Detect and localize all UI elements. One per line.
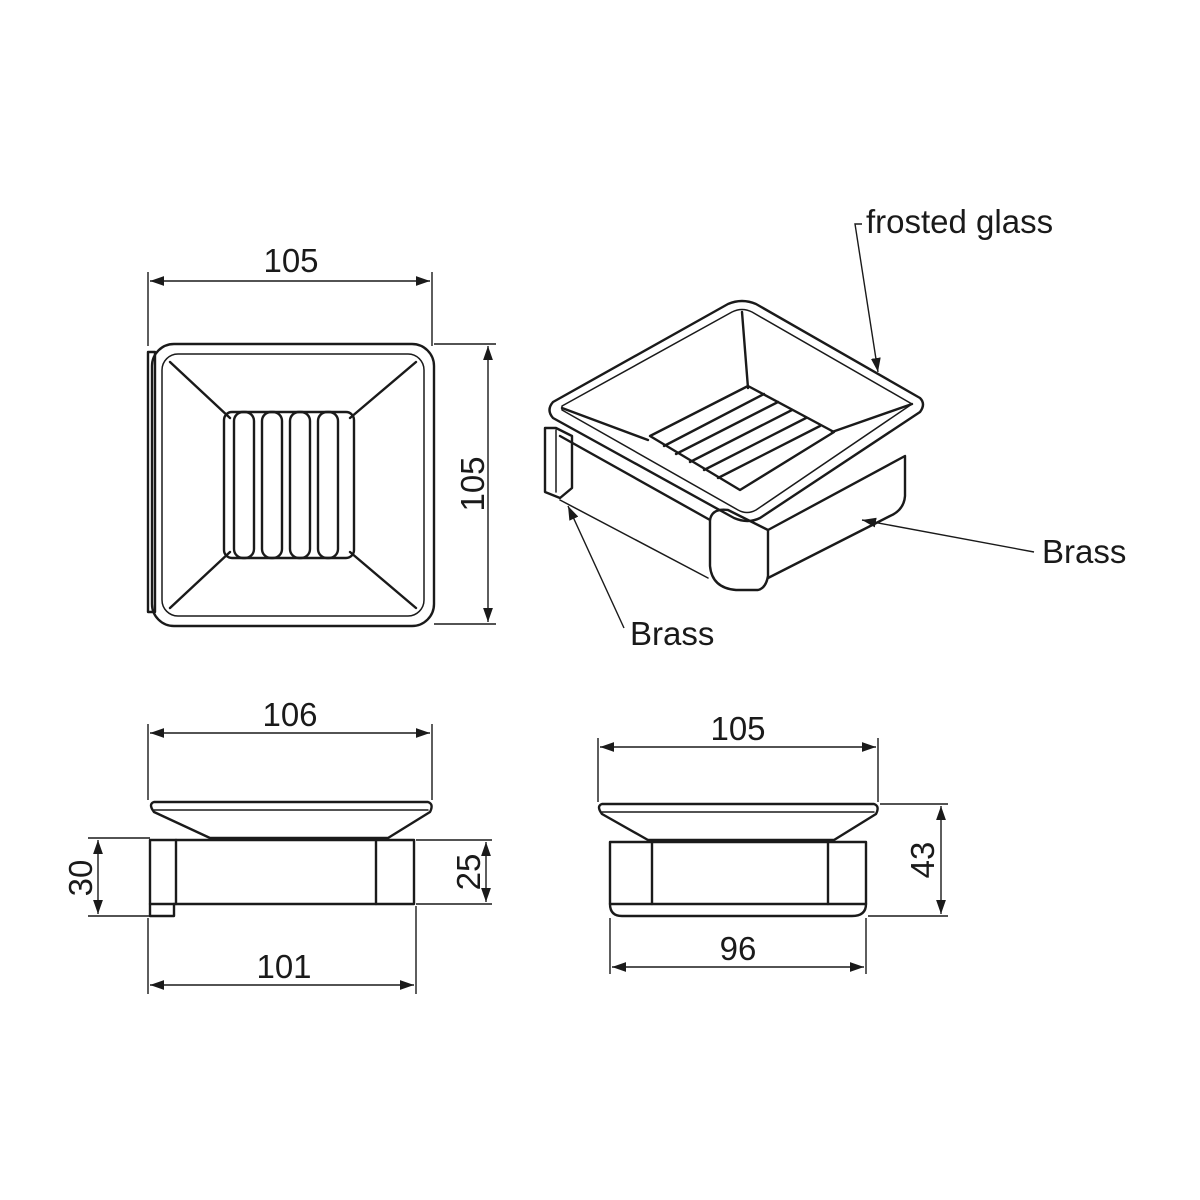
side-height-label: 43	[904, 842, 941, 879]
glass-material-label: frosted glass	[866, 203, 1053, 240]
iso-floor-ribs	[648, 384, 836, 492]
top-view-bevel-lines	[168, 360, 418, 610]
brass-left-label: Brass	[630, 615, 714, 652]
brass-right-label: Brass	[1042, 533, 1126, 570]
top-view-floor	[222, 410, 356, 560]
front-glass-dish	[149, 800, 433, 840]
top-view-height-label: 105	[454, 456, 491, 511]
top-view-ribs	[232, 410, 340, 560]
iso-holder-base	[558, 434, 907, 592]
front-holder-body	[148, 838, 416, 906]
iso-glass-bevel	[560, 310, 914, 442]
front-view: 106 101 30 25	[62, 696, 492, 994]
top-view-outer-edge	[150, 342, 436, 628]
side-holder-body	[608, 840, 868, 918]
front-wall-plate	[148, 902, 176, 918]
side-glass-dish	[597, 802, 879, 842]
iso-glass-rim	[548, 299, 925, 523]
front-width-bottom-label: 101	[256, 948, 311, 985]
isometric-view: frosted glass Brass Brass	[543, 203, 1126, 652]
side-width-bottom-label: 96	[720, 930, 757, 967]
top-view-wall-plate	[146, 350, 157, 614]
front-height-right-label: 25	[450, 854, 487, 891]
side-view: 105 96 43	[597, 710, 948, 974]
top-view: 105 105	[146, 242, 496, 628]
front-width-top-label: 106	[262, 696, 317, 733]
iso-wall-plate	[543, 426, 574, 500]
top-view-width-label: 105	[263, 242, 318, 279]
top-view-inner-edge	[161, 353, 425, 617]
side-width-top-label: 105	[710, 710, 765, 747]
front-height-left-label: 30	[62, 860, 99, 897]
